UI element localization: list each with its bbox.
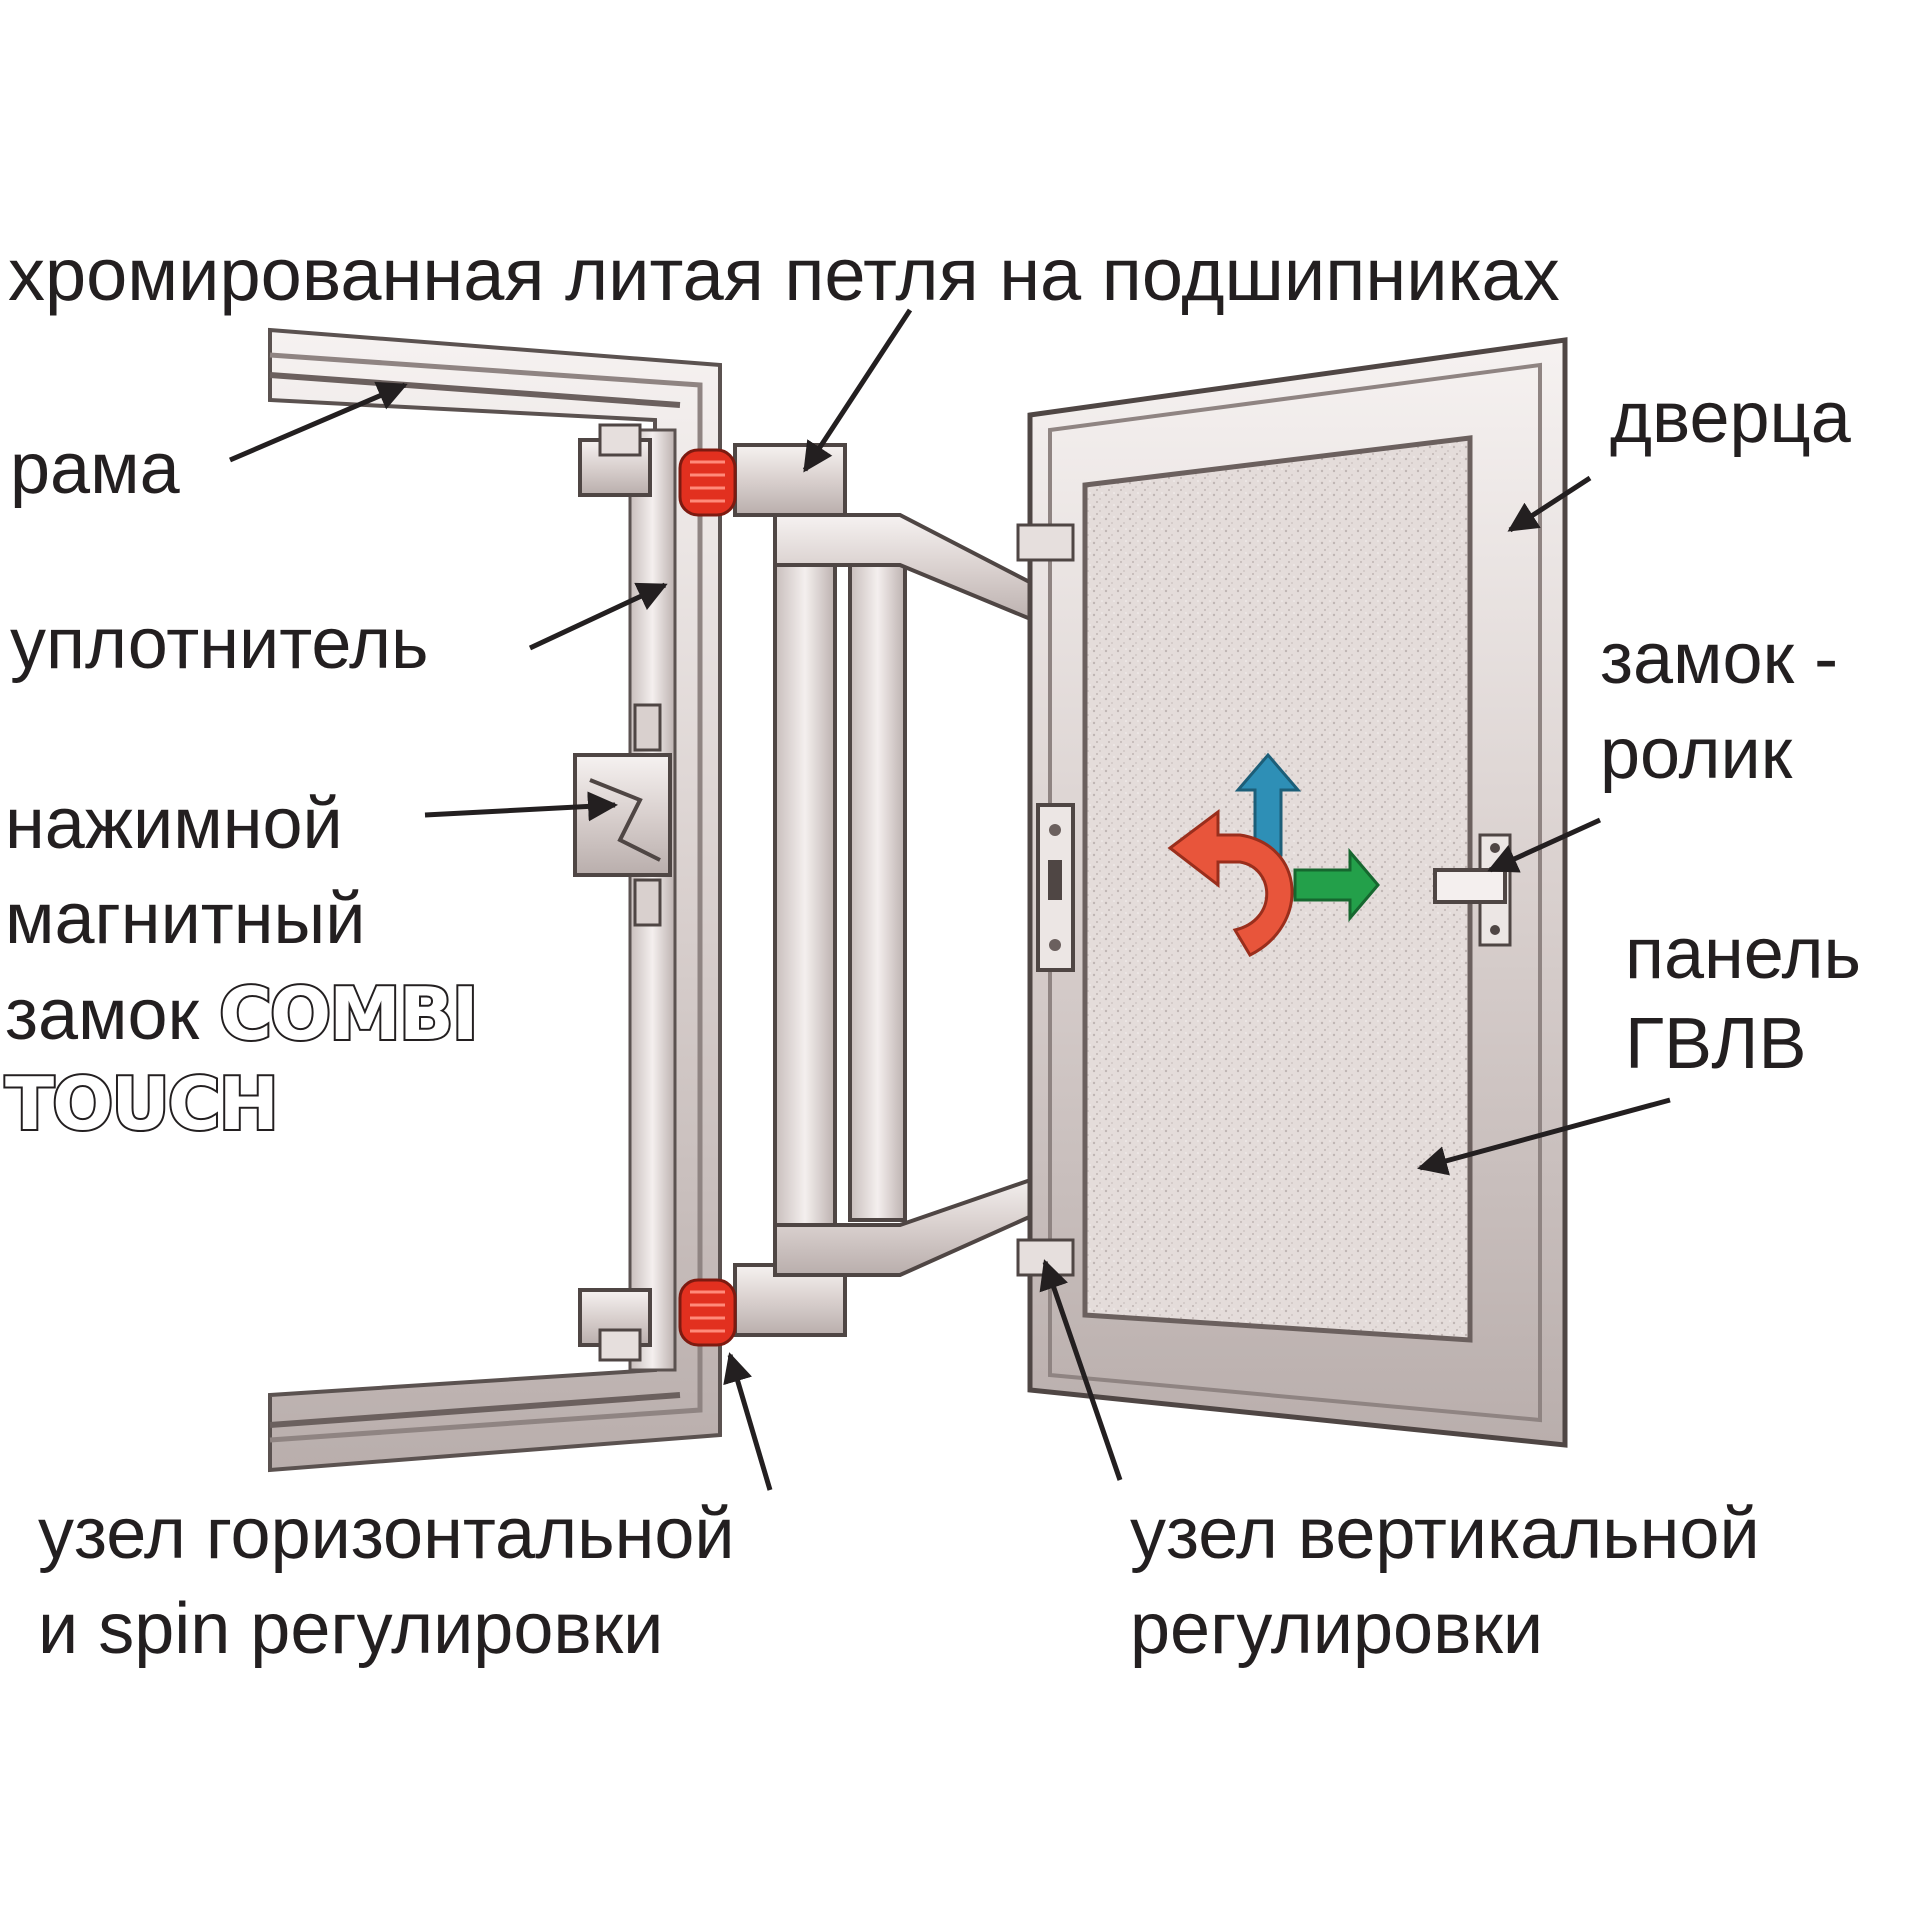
arrow-right-icon <box>1293 847 1380 923</box>
brand-touch: TOUCH <box>3 1062 281 1146</box>
hinge-cap-bottom <box>678 1278 737 1347</box>
label-vertical-adj-2: регулировки <box>1130 1589 1544 1669</box>
leader-seal <box>528 582 668 651</box>
label-roller-lock-2: ролик <box>1600 714 1793 794</box>
leader-roller-lock <box>1487 817 1602 873</box>
label-hinge: хромированная литая петля на подшипниках <box>8 233 1560 316</box>
leader-horizontal-adj <box>723 1352 773 1491</box>
arrow-up-icon <box>1234 752 1302 857</box>
label-panel-1: панель <box>1625 914 1861 994</box>
label-seal: уплотнитель <box>10 604 429 684</box>
label-magnet-lock-word: замок <box>5 975 200 1055</box>
leader-hinge <box>802 308 913 473</box>
label-panel-2: ГВЛВ <box>1625 1004 1807 1084</box>
label-door: дверца <box>1610 378 1851 458</box>
label-horizontal-adj-1: узел горизонтальной <box>38 1494 735 1574</box>
label-vertical-adj-1: узел вертикальной <box>1130 1494 1760 1574</box>
leader-panel <box>1417 1097 1671 1176</box>
arrow-rotate-icon <box>1167 809 1294 957</box>
leader-magnet-lock <box>424 791 618 822</box>
leader-frame <box>229 381 408 463</box>
label-magnet-lock-1: нажимной <box>5 784 343 864</box>
leader-vertical-adj <box>1039 1259 1123 1481</box>
label-magnet-lock-3: замок COMBI <box>5 976 481 1052</box>
leader-door <box>1507 475 1592 533</box>
label-magnet-lock-2: магнитный <box>5 879 366 959</box>
label-horizontal-adj-2: и spin регулировки <box>38 1589 664 1669</box>
hinge-arms <box>733 443 1047 1337</box>
frame-brackets <box>578 423 652 1362</box>
door-latch-plate <box>1036 803 1075 972</box>
label-frame: рама <box>10 429 180 509</box>
label-roller-lock-1: замок - <box>1600 619 1839 699</box>
adjustment-arrows <box>1167 752 1380 957</box>
hinge-caps <box>678 448 737 1347</box>
leader-lines <box>229 308 1671 1491</box>
hinge-cap-top <box>678 448 737 517</box>
brand-combi: COMBI <box>217 972 480 1056</box>
push-magnetic-lock <box>573 703 672 927</box>
